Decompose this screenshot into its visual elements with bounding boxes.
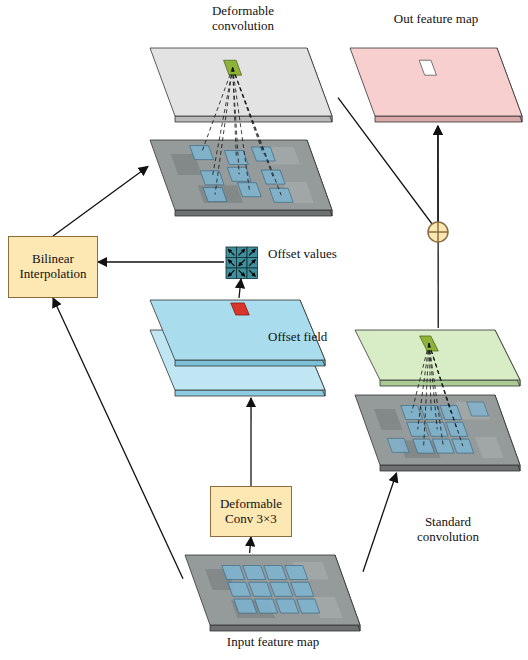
flow-arrow: [53, 166, 148, 236]
sum-circle: [428, 222, 448, 242]
flow-arrow: [250, 398, 251, 486]
offset-field: Offset field: [148, 298, 330, 398]
standard-output-slab-edge: [380, 380, 520, 386]
offset-values: Offset values: [224, 245, 258, 279]
offset-arrow: [239, 260, 245, 266]
flow-arrow: [53, 298, 183, 579]
input-tile: [243, 566, 266, 580]
offset-arrow: [228, 249, 234, 255]
process-box: Deformable Conv 3×3: [210, 486, 292, 537]
offset-cell: [247, 258, 258, 269]
sampling-tile: [261, 170, 285, 184]
offset-arrow: [228, 260, 234, 266]
input-tile: [285, 566, 308, 580]
offset-cell: [237, 247, 248, 258]
offset-pixel: [231, 303, 250, 315]
offset-cell: [226, 268, 237, 279]
sampling-ray: [212, 68, 232, 178]
sum-plus: [437, 222, 439, 242]
deformable-output-slab: [150, 48, 332, 116]
sampling-ray: [233, 68, 250, 190]
flow-arrow: [338, 98, 438, 232]
box-label: Bilinear Interpolation: [15, 252, 91, 282]
box-label: Deformable Conv 3×3: [217, 497, 285, 527]
input-tile: [222, 566, 245, 580]
map-label: Deformable convolution: [193, 4, 293, 34]
standard-feature-map: [355, 395, 520, 465]
input-tile: [234, 599, 257, 613]
sampling-ray: [215, 68, 233, 195]
flow-arrow: [363, 473, 397, 572]
process-box: Bilinear Interpolation: [8, 236, 98, 298]
offset-cell: [226, 258, 237, 269]
input-tile: [291, 582, 314, 596]
sampled-feature-map: [150, 140, 332, 210]
input-feature-map: Input feature map: [183, 553, 363, 631]
output-feature-slab-edge: [375, 116, 522, 122]
map-texture: [198, 186, 244, 204]
input-tile: [276, 599, 299, 613]
sampling-ray: [424, 344, 429, 447]
input-feature-map: [185, 555, 360, 625]
map-texture: [475, 437, 504, 458]
map-label: Offset field: [268, 330, 327, 345]
input-tile: [228, 582, 251, 596]
map-texture: [374, 409, 403, 430]
sampling-ray: [418, 344, 429, 430]
offset-arrow: [239, 270, 245, 276]
map-label: Offset values: [268, 247, 337, 262]
offset-cell: [247, 268, 258, 279]
map-label: Input feature map: [183, 635, 363, 650]
standard-conv-output: Standard convolution: [353, 328, 527, 473]
sampling-ray: [202, 68, 233, 153]
sampling-ray: [429, 344, 437, 430]
output-feature-map: Out feature map: [348, 46, 524, 126]
input-tile: [249, 582, 272, 596]
offset-field-slab-edge: [175, 390, 325, 396]
offset-arrow: [249, 249, 255, 255]
input-tile: [270, 582, 293, 596]
deformable-conv-output: Deformable convolution: [148, 46, 338, 218]
deformable-output-slab-edge: [175, 116, 332, 122]
offset-cell: [247, 247, 258, 258]
standard-output-slab: [355, 330, 520, 380]
input-tile: [255, 599, 278, 613]
sampling-ray: [429, 344, 443, 447]
offset-arrow: [249, 260, 255, 266]
input-tile: [297, 599, 320, 613]
offset-arrow: [249, 270, 255, 276]
map-label: Standard convolution: [398, 515, 498, 545]
offset-cell: [237, 258, 248, 269]
map-label: Out feature map: [348, 12, 524, 27]
output-feature-slab: [350, 48, 522, 116]
sampling-ray: [429, 344, 463, 447]
flow-arrow: [239, 279, 241, 298]
offset-field-slab-edge: [175, 360, 325, 366]
standard-feature-map-edge: [380, 465, 520, 471]
flow-arrow: [437, 126, 439, 328]
offset-arrow: [239, 249, 245, 255]
offset-arrow: [228, 270, 234, 276]
sampling-ray: [233, 68, 282, 196]
sampling-tile: [467, 402, 489, 416]
flow-arrow: [250, 537, 251, 553]
flow-arrow: [98, 261, 224, 262]
input-tile: [264, 566, 287, 580]
sampling-ray: [412, 344, 429, 413]
offset-cell: [226, 247, 237, 258]
output-pixel: [419, 60, 436, 75]
sampling-tile: [387, 438, 409, 452]
sampled-feature-map-edge: [175, 210, 332, 216]
offset-cell: [237, 268, 248, 279]
input-feature-map-edge: [210, 625, 360, 631]
